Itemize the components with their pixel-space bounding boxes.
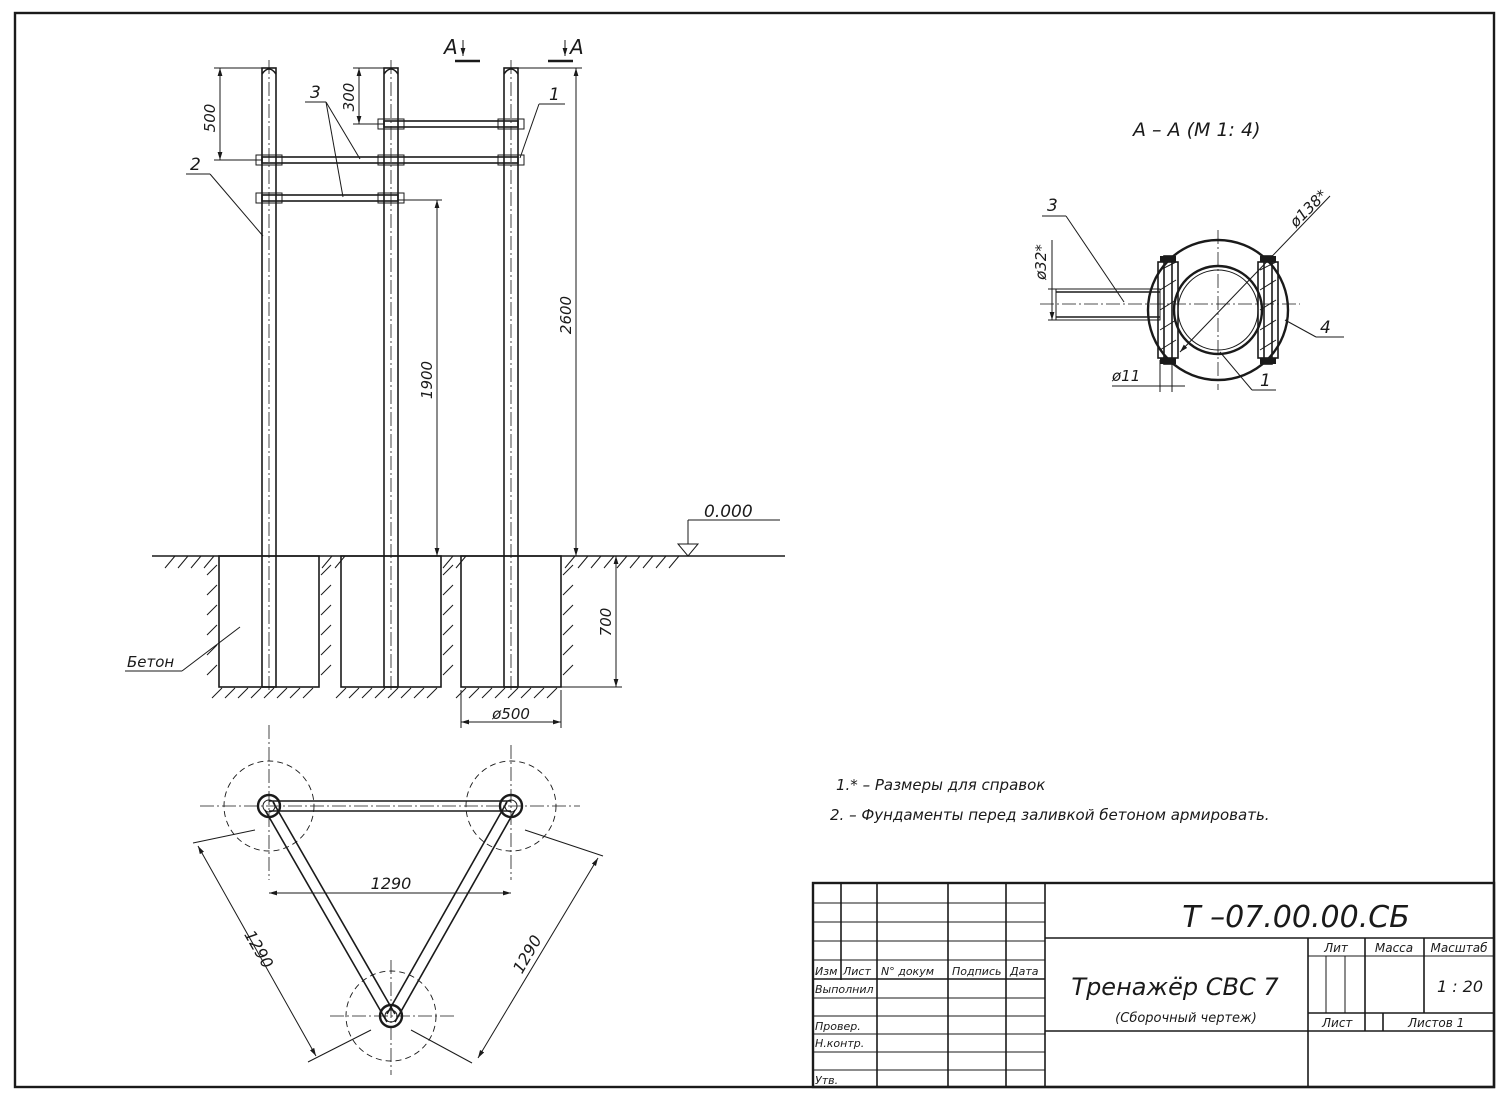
tb-col-izm: Изм bbox=[815, 965, 837, 978]
section-callout-1: 1 bbox=[1260, 371, 1271, 391]
section-callout-4-leader: 4 bbox=[1284, 318, 1344, 338]
crossbar-upper bbox=[377, 118, 525, 130]
plan-dim-extensions bbox=[192, 829, 604, 1064]
dim-diam500-label: ø500 bbox=[491, 705, 530, 723]
tb-hdr-lit: Лит bbox=[1323, 941, 1349, 955]
section-tube-32 bbox=[1040, 230, 1300, 390]
note-1: 1.* – Размеры для справок bbox=[836, 776, 1045, 794]
section-dim-line-138 bbox=[1179, 195, 1331, 353]
section-bolts bbox=[1160, 255, 1276, 365]
section-a-a-view: А – А (М 1: 4) bbox=[1032, 119, 1344, 392]
tb-col-ndokum: N° докум bbox=[881, 965, 934, 978]
title-block: Т –07.00.00.СБ Тренажёр СВС 7 (Сборочный… bbox=[811, 881, 1496, 1089]
callout-3-leader: 3 bbox=[305, 83, 361, 198]
section-title: А – А (М 1: 4) bbox=[1131, 119, 1261, 141]
plan-post-bottom bbox=[378, 1003, 404, 1029]
note-2: 2. – Фундаменты перед заливкой бетоном а… bbox=[830, 806, 1270, 824]
tb-row-prover: Провер. bbox=[815, 1020, 861, 1033]
tb-hdr-massa: Масса bbox=[1375, 941, 1413, 955]
section-marker-right: A bbox=[548, 35, 584, 63]
tb-listov-label: Листов 1 bbox=[1407, 1016, 1464, 1030]
plan-axes bbox=[200, 725, 580, 1075]
plan-dim-top-label: 1290 bbox=[371, 874, 412, 893]
tb-col-list: Лист bbox=[842, 965, 871, 978]
plan-dim-line-right bbox=[477, 857, 599, 1059]
plan-view: 1290 1290 1290 bbox=[192, 725, 604, 1075]
tb-col-data: Дата bbox=[1009, 965, 1039, 978]
front-elevation-view: 500 300 1900 2600 700 ø500 0.000 Бетон 2 bbox=[125, 35, 785, 728]
callout-2: 2 bbox=[190, 155, 201, 175]
dim-2600-label: 2600 bbox=[557, 296, 575, 334]
dim-700-label: 700 bbox=[597, 608, 615, 637]
callout-2-leader: 2 bbox=[186, 155, 264, 237]
section-dim-extensions bbox=[1048, 288, 1173, 392]
section-callout-3: 3 bbox=[1047, 196, 1058, 216]
crossbar-lower bbox=[255, 192, 405, 204]
section-callout-1-leader: 1 bbox=[1219, 351, 1276, 391]
plan-post-left bbox=[256, 793, 282, 819]
tb-row-nkontr: Н.контр. bbox=[815, 1037, 864, 1050]
plan-dim-line-left bbox=[197, 845, 317, 1057]
svg-text:A: A bbox=[442, 35, 458, 59]
plan-dim-left-label: 1290 bbox=[240, 927, 277, 972]
section-callout-4: 4 bbox=[1320, 318, 1331, 338]
tb-doc-code: Т –07.00.00.СБ bbox=[1182, 900, 1410, 935]
drawing-frame bbox=[13, 11, 1496, 1089]
tb-scale: 1 : 20 bbox=[1437, 977, 1483, 996]
tb-col-podpis: Подпись bbox=[952, 965, 1001, 978]
dim-500-label: 500 bbox=[201, 104, 219, 133]
callout-1-leader: 1 bbox=[519, 85, 565, 159]
callout-3: 3 bbox=[310, 83, 321, 103]
tb-product-name: Тренажёр СВС 7 bbox=[1071, 973, 1279, 1001]
tb-doc-type: (Сборочный чертеж) bbox=[1115, 1011, 1257, 1026]
dim-1900-label: 1900 bbox=[418, 361, 436, 399]
ground-hatch bbox=[164, 555, 680, 569]
concrete-label: Бетон bbox=[127, 653, 174, 671]
foundation-side-hatch bbox=[206, 564, 574, 699]
level-mark-label: 0.000 bbox=[704, 502, 753, 522]
tb-list-label: Лист bbox=[1321, 1016, 1353, 1030]
section-dim-11-label: ø11 bbox=[1111, 367, 1140, 385]
tb-hdr-masshtab: Масштаб bbox=[1430, 941, 1488, 955]
section-dim-138-label: ø138* bbox=[1285, 186, 1331, 232]
notes-block: 1.* – Размеры для справок 2. – Фундамент… bbox=[830, 776, 1270, 824]
level-mark: 0.000 bbox=[676, 502, 780, 557]
section-marker-left: A bbox=[442, 35, 480, 63]
section-dim-32-label: ø32* bbox=[1032, 244, 1050, 281]
dim-300-label: 300 bbox=[340, 83, 358, 112]
section-callout-3-leader: 3 bbox=[1042, 196, 1125, 303]
tb-row-utv: Утв. bbox=[815, 1074, 838, 1087]
plan-post-right bbox=[498, 793, 524, 819]
crossbar-middle bbox=[255, 154, 525, 166]
callout-1: 1 bbox=[549, 85, 560, 105]
concrete-leader: Бетон bbox=[125, 626, 241, 672]
plan-crossbars bbox=[264, 800, 516, 1023]
tb-row-vypolnil: Выполнил bbox=[815, 983, 874, 996]
svg-text:A: A bbox=[568, 35, 584, 59]
